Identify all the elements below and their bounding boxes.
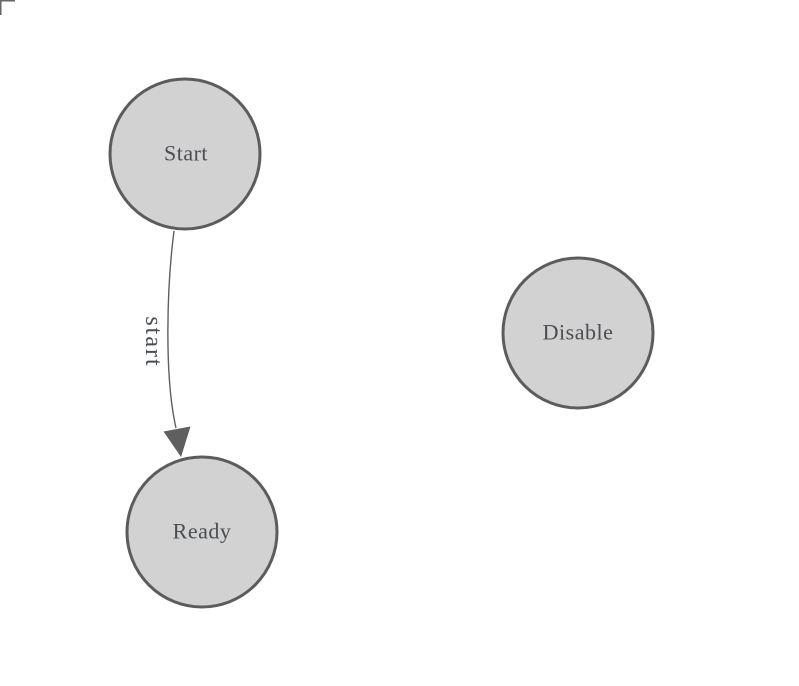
node-disable[interactable]: Disable bbox=[501, 256, 655, 410]
edge-start-to-ready[interactable]: start bbox=[140, 230, 191, 457]
edge-path[interactable] bbox=[167, 230, 177, 429]
edge-arrowhead-icon bbox=[163, 426, 191, 457]
edge-label: start bbox=[140, 316, 166, 367]
canvas-corner-mark bbox=[0, 0, 15, 15]
node-ready-circle[interactable] bbox=[125, 455, 279, 609]
corner-bracket-shape bbox=[0, 0, 15, 15]
node-start[interactable]: Start bbox=[108, 77, 262, 231]
node-disable-circle[interactable] bbox=[501, 256, 655, 410]
node-ready[interactable]: Ready bbox=[125, 455, 279, 609]
node-start-circle[interactable] bbox=[108, 77, 262, 231]
